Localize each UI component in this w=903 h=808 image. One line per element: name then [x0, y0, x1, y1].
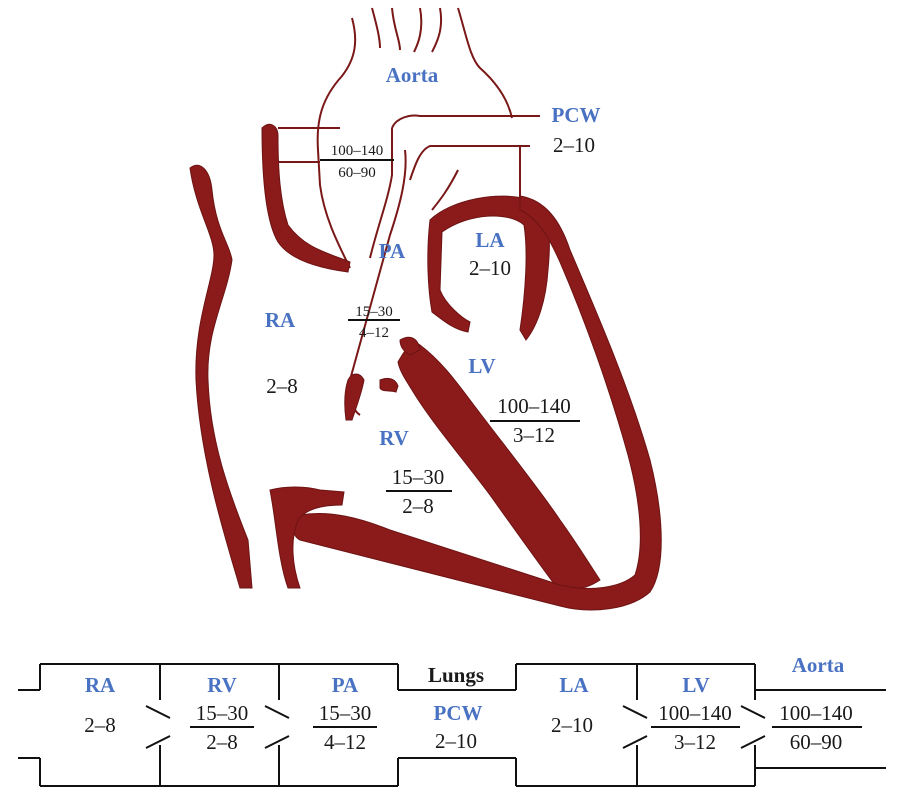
- aortic-valve-bottom: [740, 735, 766, 749]
- heart-la-label: LA: [475, 228, 505, 252]
- mitral-valve-top: [622, 705, 648, 719]
- heart-pa-diastolic: 4–12: [359, 325, 389, 341]
- heart-rv-label: RV: [379, 426, 409, 450]
- circuit-pa-label: PA: [332, 673, 359, 697]
- circuit-lv-label: LV: [682, 673, 709, 697]
- circuit-aorta-systolic: 100–140: [779, 701, 853, 725]
- circuit-la-label: LA: [559, 673, 589, 697]
- circuit-pa-systolic: 15–30: [319, 701, 372, 725]
- heart-rv-diastolic: 2–8: [402, 494, 434, 518]
- svc-wall: [261, 123, 351, 273]
- aortic-valve-top: [740, 705, 766, 719]
- circuit-la-value: 2–10: [551, 713, 593, 737]
- circuit-ra-value: 2–8: [84, 713, 116, 737]
- pulmonic-valve-leaflet: [379, 377, 399, 393]
- circuit-rv-diastolic: 2–8: [206, 730, 238, 754]
- heart-pcw-label: PCW: [552, 103, 601, 127]
- heart-aorta-label: Aorta: [386, 63, 439, 87]
- circuit-rv-label: RV: [207, 673, 237, 697]
- tricuspid-valve-top: [145, 705, 171, 719]
- heart-pa-systolic: 15–30: [355, 304, 393, 320]
- circuit-diagram: [18, 663, 886, 787]
- heart-pcw-value: 2–10: [553, 133, 595, 157]
- heart-illustration: [189, 7, 662, 611]
- circuit-lv-diastolic: 3–12: [674, 730, 716, 754]
- pulmonic-valve-top: [264, 705, 290, 719]
- pulmonary-artery-outline: [278, 127, 530, 416]
- circuit-rv-systolic: 15–30: [196, 701, 249, 725]
- circuit-lungs-label: Lungs: [428, 663, 484, 687]
- heart-la-value: 2–10: [469, 256, 511, 280]
- circuit-aorta-diastolic: 60–90: [790, 730, 843, 754]
- tricuspid-leaflet: [344, 373, 365, 421]
- heart-lv-diastolic: 3–12: [513, 423, 555, 447]
- interventricular-septum: [397, 342, 601, 590]
- aortic-arch-outline: [316, 7, 540, 269]
- circuit-pcw-value: 2–10: [435, 729, 477, 753]
- circuit-ra-label: RA: [85, 673, 116, 697]
- heart-aorta-systolic: 100–140: [331, 143, 384, 159]
- heart-lv-systolic: 100–140: [497, 394, 571, 418]
- circuit-pcw-label: PCW: [434, 701, 483, 725]
- heart-lv-label: LV: [468, 354, 495, 378]
- rv-free-wall: [269, 486, 345, 589]
- circuit-aorta-label: Aorta: [792, 653, 845, 677]
- tricuspid-valve-bottom: [145, 735, 171, 749]
- circuit-pa-diastolic: 4–12: [324, 730, 366, 754]
- heart-pa-label: PA: [379, 239, 406, 263]
- heart-rv-systolic: 15–30: [392, 465, 445, 489]
- heart-ra-value: 2–8: [266, 374, 298, 398]
- circuit-lv-systolic: 100–140: [658, 701, 732, 725]
- heart-aorta-diastolic: 60–90: [338, 165, 376, 181]
- mitral-valve-bottom: [622, 735, 648, 749]
- mitral-valve-leaflet: [399, 336, 421, 356]
- ra-outer-wall: [189, 164, 253, 589]
- heart-ra-label: RA: [265, 308, 296, 332]
- pulmonic-valve-bottom: [264, 735, 290, 749]
